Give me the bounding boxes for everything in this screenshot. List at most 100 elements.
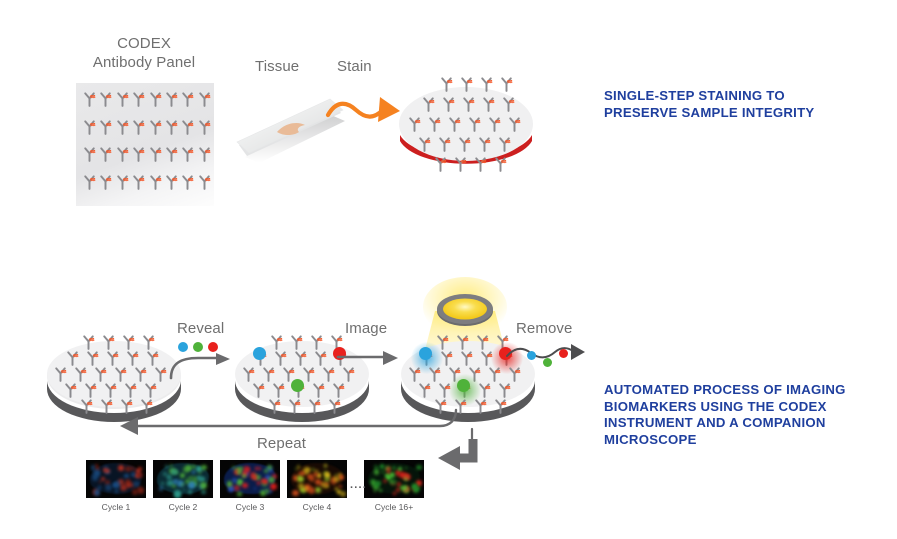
cycle-signal-speck	[309, 475, 316, 483]
antibody-icon	[314, 350, 327, 366]
cycle-signal-speck	[373, 489, 377, 493]
cycle-signal-speck	[256, 481, 261, 485]
cycle-signal-speck	[200, 476, 206, 482]
antibody-icon	[132, 119, 145, 135]
cycle-signal-speck	[180, 473, 186, 479]
cycle-signal-speck	[231, 478, 238, 484]
cycle-thumbnail: Cycle 3	[220, 460, 280, 512]
cycle-signal-speck	[159, 486, 164, 491]
cycle-signal-speck	[386, 475, 391, 480]
cycle-signal-speck	[133, 480, 140, 487]
antibody-icon	[498, 382, 511, 398]
cycle-signal-speck	[308, 487, 315, 495]
antibody-icon	[480, 76, 493, 92]
cycle-signal-speck	[333, 475, 340, 483]
cycle-image	[364, 460, 424, 498]
cycle-signal-speck	[138, 487, 145, 494]
antibody-icon	[64, 382, 77, 398]
cycle-signal-speck	[196, 466, 202, 472]
antibody-icon	[342, 366, 355, 382]
cycle-signal-speck	[227, 481, 233, 487]
cycle-signal-speck	[130, 466, 134, 471]
cycle-image	[220, 460, 280, 498]
antibody-icon	[428, 366, 441, 382]
antibody-icon	[458, 136, 471, 152]
antibody-icon	[66, 350, 79, 366]
antibody-icon	[428, 116, 441, 132]
reveal-dot	[178, 342, 188, 352]
antibody-icon	[102, 334, 115, 350]
antibody-icon	[282, 366, 295, 382]
cycle-signal-speck	[120, 484, 128, 492]
antibody-icon	[242, 366, 255, 382]
fluorescent-marker-dot	[291, 379, 304, 392]
cycle-signal-speck	[196, 475, 201, 480]
antibody-icon	[132, 146, 145, 162]
antibody-icon	[272, 382, 285, 398]
cycle-signal-speck	[187, 466, 192, 471]
antibody-icon	[106, 350, 119, 366]
cycle-ellipsis: ....	[350, 479, 368, 491]
cycle-signal-speck	[118, 464, 125, 471]
antibody-icon	[83, 119, 96, 135]
cycle-signal-speck	[379, 489, 383, 493]
antibody-icon	[508, 116, 521, 132]
cycle-signal-speck	[188, 475, 193, 481]
antibody-icon	[114, 366, 127, 382]
antibody-icon	[134, 366, 147, 382]
cycle-caption: Cycle 16+	[374, 502, 414, 512]
antibody-icon	[94, 366, 107, 382]
remove-dot	[543, 358, 552, 367]
antibody-icon	[104, 382, 117, 398]
cycle-thumbnail: Cycle 16+	[364, 460, 424, 512]
cycle-signal-speck	[299, 487, 305, 493]
antibody-icon	[99, 146, 112, 162]
antibody-icon	[165, 146, 178, 162]
cycle-signal-speck	[294, 467, 298, 471]
antibody-icon	[83, 91, 96, 107]
cycle-signal-speck	[396, 482, 401, 487]
antibody-icon	[440, 76, 453, 92]
cycle-signal-speck	[401, 484, 409, 492]
cycle-signal-speck	[332, 482, 335, 485]
cycle-signal-speck	[314, 479, 321, 486]
cycle-signal-speck	[316, 473, 322, 478]
cycle-signal-speck	[258, 466, 262, 470]
antibody-icon	[438, 136, 451, 152]
antibody-icon	[442, 96, 455, 112]
tissue-label: Tissue	[255, 58, 300, 75]
antibody-panel	[76, 83, 214, 206]
cycle-signal-speck	[171, 469, 177, 475]
antibody-icon	[181, 146, 194, 162]
antibody-icon	[488, 366, 501, 382]
cycle-signal-speck	[172, 480, 177, 484]
cycle-signal-speck	[269, 476, 275, 482]
reveal-dot	[208, 342, 218, 352]
cycle-signal-speck	[180, 483, 184, 486]
cycle-signal-speck	[131, 471, 136, 476]
disc-2-revealed	[232, 332, 372, 424]
cycle-signal-speck	[386, 466, 392, 472]
antibody-icon	[146, 350, 159, 366]
cycle-signal-speck	[98, 480, 102, 484]
cycle-signal-speck	[260, 489, 267, 496]
cycle-signal-speck	[389, 480, 393, 483]
cycle-signal-speck	[101, 477, 105, 482]
cycle-signal-speck	[137, 472, 143, 478]
antibody-icon	[478, 382, 491, 398]
antibody-icon	[500, 76, 513, 92]
antibody-icon	[262, 366, 275, 382]
cycle-signal-speck	[132, 468, 135, 471]
cycle-signal-speck	[253, 486, 257, 490]
antibody-icon	[312, 382, 325, 398]
cycle-thumbnail: Cycle 1	[86, 460, 146, 512]
antibody-icon	[149, 91, 162, 107]
cycle-signal-speck	[182, 489, 185, 492]
antibody-icon	[80, 398, 93, 414]
codex-panel-label-line2: Antibody Panel	[92, 54, 196, 71]
cycle-signal-speck	[303, 470, 308, 475]
antibody-icon	[434, 398, 447, 414]
antibody-icon	[288, 398, 301, 414]
stain-label: Stain	[337, 58, 372, 75]
cycle-signal-speck	[249, 472, 257, 479]
